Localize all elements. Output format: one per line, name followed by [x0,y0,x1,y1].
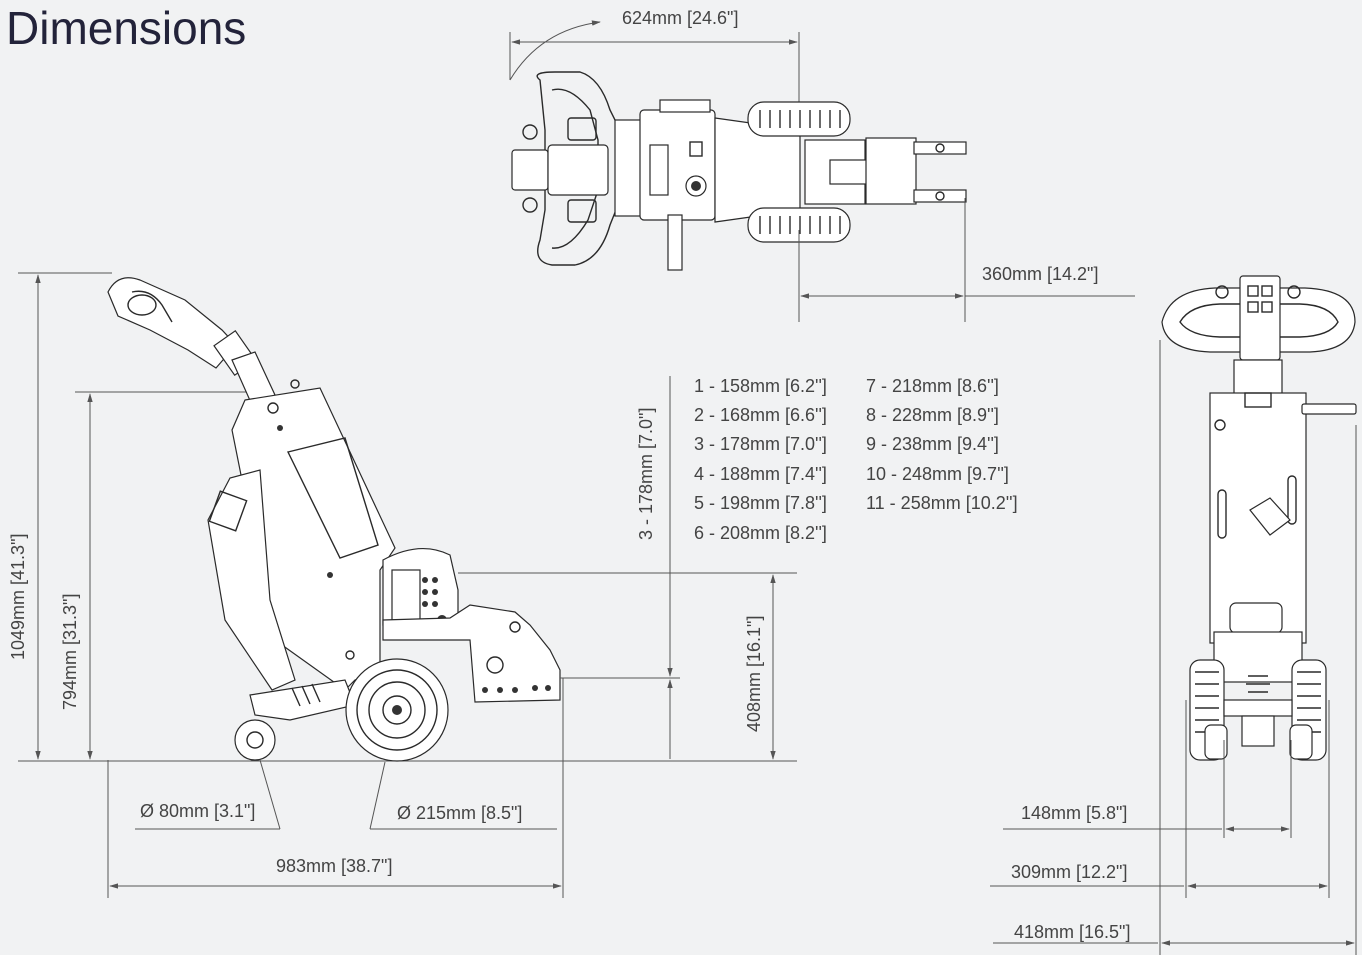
hitch-height-item: 5 - 198mm [7.8''] [694,493,827,513]
front-view: 148mm [5.8"] 309mm [12.2"] 418mm [16.5"] [990,275,1357,955]
hitch-height-item: 2 - 168mm [6.6''] [694,405,827,425]
hitch-height-item: 3 - 178mm [7.0''] [694,434,827,454]
hitch-height-item: 1 - 158mm [6.2''] [694,376,827,396]
total-height-label: 1049mm [41.3"] [8,534,28,660]
track-label: 148mm [5.8"] [1021,803,1127,823]
hitch-height-item: 11 - 258mm [10.2''] [866,493,1018,513]
side-view: 1049mm [41.3"] 794mm [31.3"] [8,272,797,898]
top-view: 624mm [24.6"] [509,8,1135,322]
top-hitch-label: 360mm [14.2"] [982,264,1098,284]
handle-height-label: 794mm [31.3"] [60,594,80,710]
hitch-height-item: 9 - 238mm [9.4''] [866,434,999,454]
hitch-height-item: 10 - 248mm [9.7''] [866,464,1009,484]
hitch-height-item: 8 - 228mm [8.9''] [866,405,999,425]
small-wheel-label: Ø 80mm [3.1"] [140,801,255,821]
top-width-label: 624mm [24.6"] [622,8,738,28]
hitch-height-item: 6 - 208mm [8.2''] [694,523,827,543]
hitch-height-table: 1 - 158mm [6.2''] 2 - 168mm [6.6''] 3 - … [694,376,1018,543]
hitch-step-label: 3 - 178mm [7.0"] [636,408,656,540]
page-title: Dimensions [6,2,246,54]
hitch-height-label: 408mm [16.1"] [744,616,764,732]
big-wheel-label: Ø 215mm [8.5"] [397,803,522,823]
hitch-height-item: 4 - 188mm [7.4''] [694,464,827,484]
hitch-height-item: 7 - 218mm [8.6''] [866,376,999,396]
overall-width-label: 418mm [16.5"] [1014,922,1130,942]
wheelbase-label: 309mm [12.2"] [1011,862,1127,882]
length-label: 983mm [38.7"] [276,856,392,876]
